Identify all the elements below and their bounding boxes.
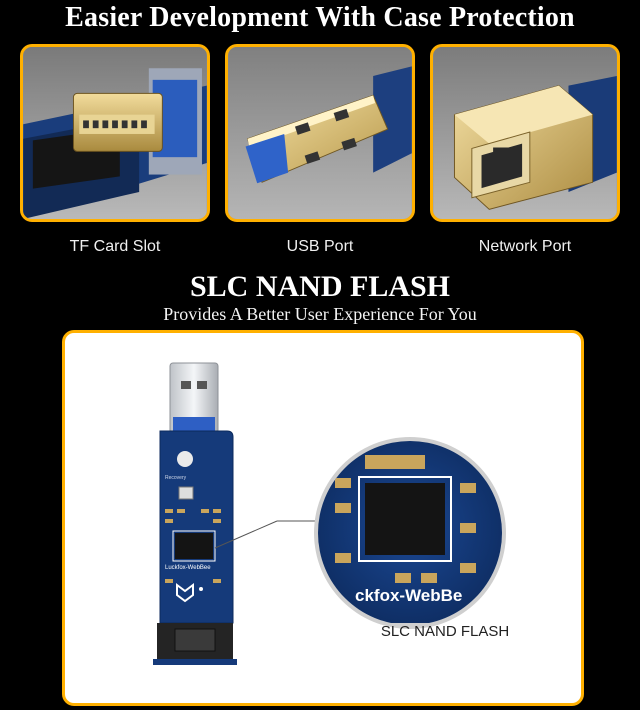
page-title: Easier Development With Case Protection: [65, 2, 575, 33]
section-title: SLC NAND FLASH: [189, 270, 451, 303]
tf-card-slot-image: [23, 47, 207, 219]
feature-label-network: Network Port: [478, 238, 572, 255]
board-name-text: Luckfox-WebBee: [165, 565, 211, 571]
luckfox-logo-icon: [176, 583, 203, 603]
section-subtitle: Provides A Better User Experience For Yo…: [163, 304, 477, 324]
network-port-image: [433, 47, 617, 219]
feature-card-usb: [225, 44, 415, 222]
recovery-label: Recovery: [165, 475, 187, 481]
feature-label-usb: USB Port: [286, 238, 354, 255]
usb-port-image: [228, 47, 412, 219]
zoom-caption: SLC NAND FLASH: [380, 623, 510, 640]
product-panel: Recovery Luckfox-WebBee: [62, 330, 584, 706]
board-illustration: Recovery Luckfox-WebBee: [153, 362, 506, 665]
feature-card-network: [430, 44, 620, 222]
feature-card-tf-card: [20, 44, 210, 222]
zoom-board-text: ckfox-WebBe: [355, 586, 462, 605]
feature-label-tf-card: TF Card Slot: [69, 238, 161, 255]
